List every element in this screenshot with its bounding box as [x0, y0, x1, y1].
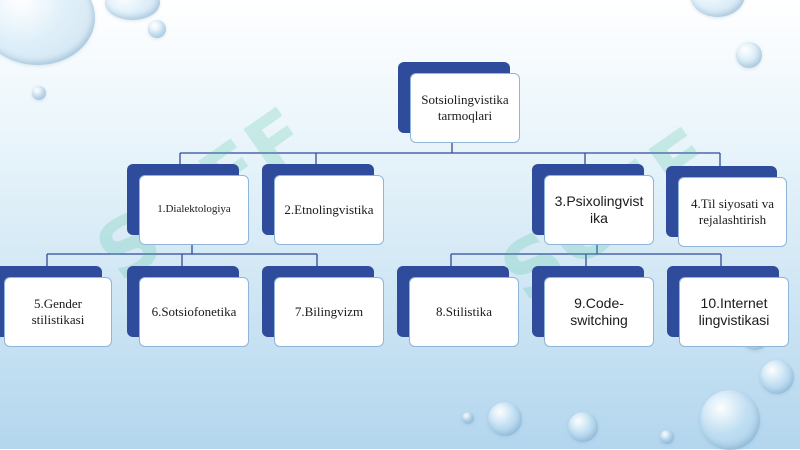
- leaf-node-label: 10.Internet lingvistikasi: [679, 277, 789, 347]
- branch-node-label: 3.Psixolingvist ika: [544, 175, 654, 245]
- water-droplet: [660, 430, 674, 444]
- water-droplet: [488, 402, 522, 436]
- root-node-label: Sotsiolingvistika tarmoqlari: [410, 73, 520, 143]
- leaf-node-label: 9.Code-switching: [544, 277, 654, 347]
- leaf-node-label: 6.Sotsiofonetika: [139, 277, 249, 347]
- water-droplet: [105, 0, 160, 20]
- root-node: Sotsiolingvistika tarmoqlari: [398, 62, 520, 143]
- branch-node-label: 1.Dialektologiya: [139, 175, 249, 245]
- leaf-node-gender-stilistikasi: 5.Gender stilistikasi: [0, 266, 112, 347]
- water-droplet: [568, 412, 598, 442]
- branch-node-label: 2.Etnolingvistika: [274, 175, 384, 245]
- leaf-node-internet-lingvistikasi: 10.Internet lingvistikasi: [667, 266, 789, 347]
- leaf-node-stilistika: 8.Stilistika: [397, 266, 519, 347]
- water-droplet: [462, 412, 474, 424]
- leaf-node-sotsiofonetika: 6.Sotsiofonetika: [127, 266, 249, 347]
- water-droplet: [736, 42, 762, 68]
- water-droplet: [32, 86, 46, 100]
- branch-node-psixolingvistika: 3.Psixolingvist ika: [532, 164, 654, 245]
- branch-node-label: 4.Til siyosati va rejalashtirish: [678, 177, 787, 247]
- branch-node-til-siyosati: 4.Til siyosati va rejalashtirish: [666, 166, 787, 247]
- water-droplet: [148, 20, 166, 38]
- leaf-node-label: 7.Bilingvizm: [274, 277, 384, 347]
- branch-node-dialektologiya: 1.Dialektologiya: [127, 164, 249, 245]
- water-droplet: [690, 0, 745, 17]
- leaf-node-code-switching: 9.Code-switching: [532, 266, 654, 347]
- water-droplet: [700, 390, 760, 450]
- leaf-node-bilingvizm: 7.Bilingvizm: [262, 266, 384, 347]
- leaf-node-label: 5.Gender stilistikasi: [4, 277, 112, 347]
- branch-node-etnolingvistika: 2.Etnolingvistika: [262, 164, 384, 245]
- leaf-node-label: 8.Stilistika: [409, 277, 519, 347]
- water-droplet: [760, 360, 794, 394]
